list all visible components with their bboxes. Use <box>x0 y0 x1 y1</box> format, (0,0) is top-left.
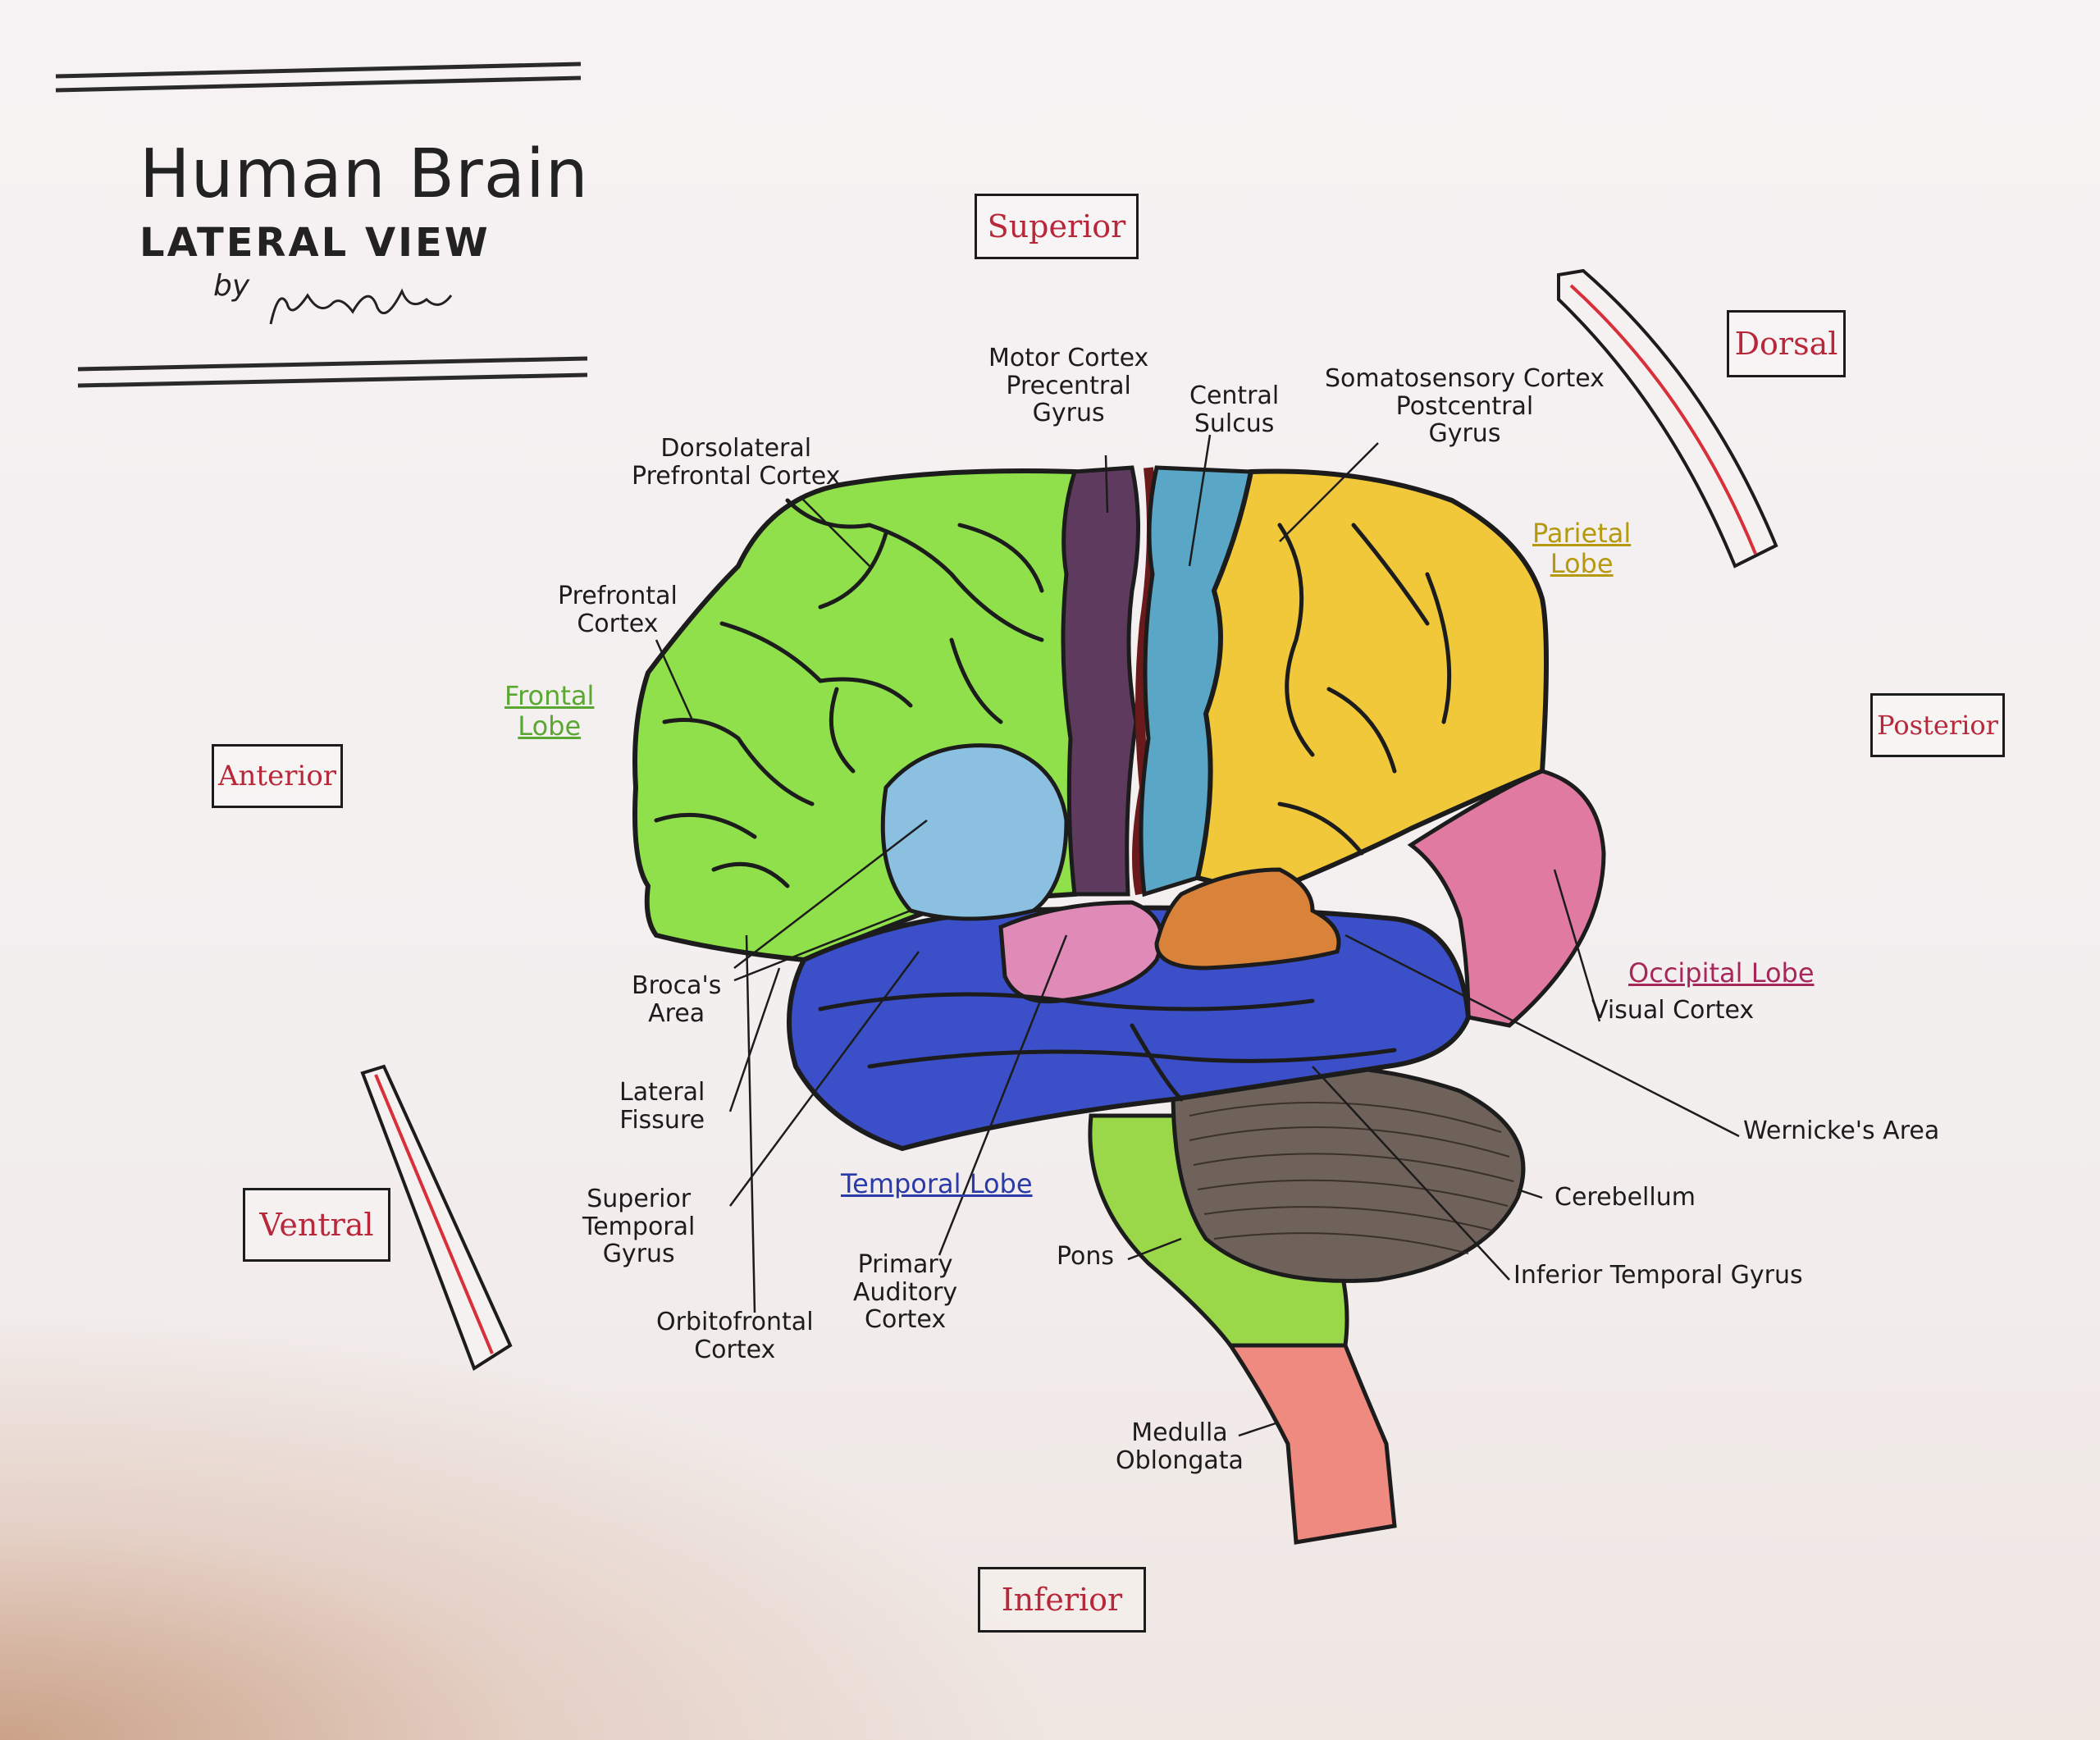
temporal-lobe-label: Temporal Lobe <box>841 1168 1033 1199</box>
dorsal-arrow-bar <box>1557 268 1778 569</box>
medulla-region <box>1226 1343 1397 1545</box>
diagram-title: Human Brain LATERAL VIEW by <box>139 135 589 303</box>
cerebellum-region <box>1171 1064 1526 1283</box>
title-sub: LATERAL VIEW <box>139 220 491 266</box>
wernickes-area-region <box>1154 867 1341 970</box>
sulci-lines <box>654 498 1452 1102</box>
wernickes-area-label: Wernicke's Area <box>1743 1117 1940 1145</box>
pons-label: Pons <box>1057 1242 1115 1271</box>
motor-cortex-region <box>1061 465 1140 897</box>
cerebellum-label: Cerebellum <box>1554 1183 1696 1212</box>
leader-lines <box>655 434 1740 1437</box>
signature <box>269 288 453 325</box>
title-byline: by <box>213 269 250 303</box>
title-main: Human Brain <box>139 135 589 213</box>
direction-ventral: Ventral <box>243 1188 390 1262</box>
occipital-lobe-label: Occipital Lobe <box>1628 957 1815 989</box>
brocas-area-region <box>880 743 1069 921</box>
occipital-lobe-region <box>1407 769 1606 1028</box>
direction-inferior: Inferior <box>978 1567 1146 1633</box>
direction-superior: Superior <box>975 194 1139 259</box>
direction-anterior: Anterior <box>212 744 343 808</box>
visual-cortex-label: Visual Cortex <box>1591 996 1755 1025</box>
direction-dorsal: Dorsal <box>1727 310 1846 377</box>
primary-auditory-region <box>998 900 1164 1004</box>
ventral-arrow-bar <box>360 1064 513 1372</box>
title-rules <box>55 62 588 388</box>
direction-posterior: Posterior <box>1870 693 2005 757</box>
inferior-temporal-gyrus-label: Inferior Temporal Gyrus <box>1513 1261 1803 1290</box>
parietal-lobe-region <box>1194 468 1549 897</box>
